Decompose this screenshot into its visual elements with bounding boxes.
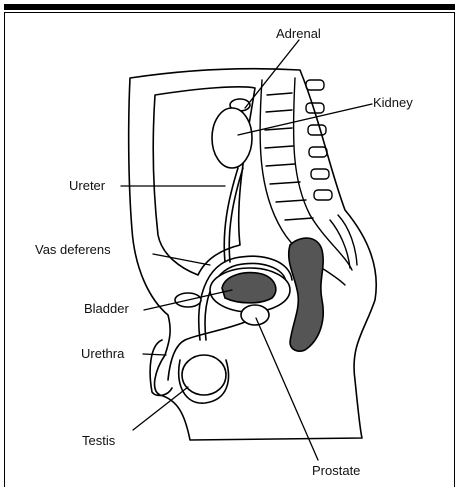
bladder-shape bbox=[222, 273, 276, 303]
rectum-shape bbox=[289, 238, 323, 351]
label-testis: Testis bbox=[82, 433, 115, 448]
label-adrenal: Adrenal bbox=[276, 26, 321, 41]
testis-shape bbox=[182, 355, 226, 395]
kidney-shape bbox=[212, 108, 252, 168]
penis-shape bbox=[150, 340, 172, 395]
label-urethra: Urethra bbox=[81, 346, 124, 361]
label-vas-deferens: Vas deferens bbox=[35, 242, 111, 257]
label-ureter: Ureter bbox=[69, 178, 105, 193]
label-prostate: Prostate bbox=[312, 463, 360, 478]
body-outline bbox=[129, 69, 377, 440]
label-kidney: Kidney bbox=[373, 95, 413, 110]
label-bladder: Bladder bbox=[84, 301, 129, 316]
